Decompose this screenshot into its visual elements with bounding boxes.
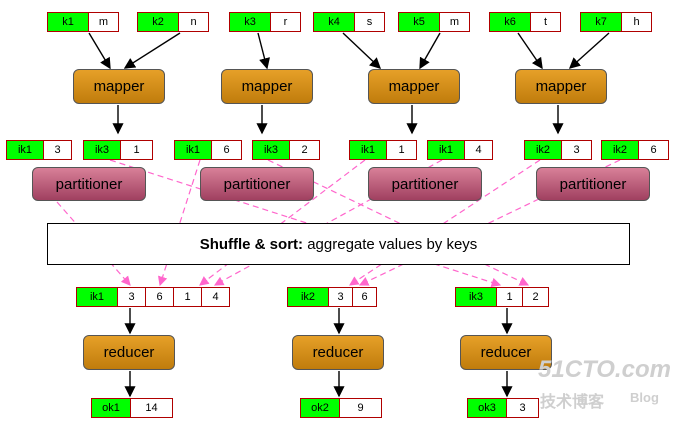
output-value: 14 [131,398,173,418]
intermediate-key: ik1 [174,140,212,160]
intermediate-pair: ik1 6 [174,140,242,160]
input-pair: k7 h [580,12,652,32]
intermediate-key: ik2 [524,140,562,160]
input-value: s [355,12,385,32]
output-pair: ok3 3 [467,398,539,418]
reducer-input-key: ik3 [455,287,497,307]
input-value: t [531,12,561,32]
reducer-input-key: ik2 [287,287,329,307]
intermediate-pair: ik2 3 [524,140,592,160]
shuffle-title: Shuffle & sort: [199,235,304,253]
partitioner-block: partitioner [536,167,650,201]
input-arrow [568,32,610,69]
output-key: ok1 [91,398,131,418]
reducer-block: reducer [460,335,552,370]
partitioner-block: partitioner [32,167,146,201]
shuffle-arrow [348,159,541,286]
reducer-input-value: 3 [118,287,146,307]
input-value: r [271,12,301,32]
intermediate-value: 1 [387,140,417,160]
reducer-input-row: ik3 1 2 [455,287,549,307]
reducer-input-key: ik1 [76,287,118,307]
input-key: k2 [137,12,179,32]
input-value: n [179,12,209,32]
input-key: k5 [398,12,440,32]
shuffle-sort-box: Shuffle & sort: aggregate values by keys [47,223,630,265]
reducer-block: reducer [292,335,384,370]
input-value: m [440,12,470,32]
reducer-input-value: 1 [497,287,523,307]
intermediate-key: ik3 [83,140,121,160]
input-value: m [89,12,119,32]
input-key: k3 [229,12,271,32]
input-arrow [123,32,181,69]
input-key: k4 [313,12,355,32]
reducer-input-row: ik1 3 6 1 4 [76,287,230,307]
input-arrow [88,32,111,70]
reducer-input-value: 1 [174,287,202,307]
intermediate-pair: ik3 1 [83,140,153,160]
input-value: h [622,12,652,32]
input-pair: k6 t [489,12,561,32]
watermark-blog: Blog [630,390,659,405]
output-key: ok2 [300,398,340,418]
input-pair: k4 s [313,12,385,32]
intermediate-pair: ik1 4 [427,140,493,160]
output-value: 3 [507,398,539,418]
input-arrow [419,32,441,70]
input-arrow [342,32,382,69]
input-pair: k3 r [229,12,301,32]
intermediate-pair: ik1 3 [6,140,72,160]
input-pair: k1 m [47,12,119,32]
reducer-input-value: 6 [146,287,174,307]
input-arrow [257,32,270,70]
mapper-block: mapper [73,69,165,104]
intermediate-value: 2 [290,140,320,160]
reducer-input-row: ik2 3 6 [287,287,377,307]
intermediate-key: ik1 [427,140,465,160]
intermediate-value: 6 [639,140,669,160]
watermark-sub: 技术博客 [540,394,605,411]
mapper-block: mapper [221,69,313,104]
mapper-block: mapper [515,69,607,104]
output-pair: ok2 9 [300,398,382,418]
input-key: k6 [489,12,531,32]
intermediate-key: ik1 [6,140,44,160]
shuffle-description: aggregate values by keys [303,235,478,253]
watermark-site: 51CTO.com [538,356,671,383]
intermediate-value: 1 [121,140,153,160]
reducer-input-value: 2 [523,287,549,307]
intermediate-value: 6 [212,140,242,160]
reducer-block: reducer [83,335,175,370]
intermediate-key: ik1 [349,140,387,160]
partitioner-block: partitioner [200,167,314,201]
intermediate-pair: ik3 2 [252,140,320,160]
input-key: k7 [580,12,622,32]
input-arrow [517,32,543,70]
intermediate-value: 3 [562,140,592,160]
mapper-block: mapper [368,69,460,104]
output-key: ok3 [467,398,507,418]
intermediate-key: ik2 [601,140,639,160]
reducer-input-value: 6 [353,287,377,307]
input-pair: k2 n [137,12,209,32]
input-pair: k5 m [398,12,470,32]
shuffle-arrow [157,159,201,287]
reducer-input-value: 3 [329,287,353,307]
intermediate-value: 4 [465,140,493,160]
output-value: 9 [340,398,382,418]
reducer-input-value: 4 [202,287,230,307]
intermediate-pair: ik1 1 [349,140,417,160]
intermediate-value: 3 [44,140,72,160]
intermediate-pair: ik2 6 [601,140,669,160]
intermediate-key: ik3 [252,140,290,160]
partitioner-block: partitioner [368,167,482,201]
input-key: k1 [47,12,89,32]
output-pair: ok1 14 [91,398,173,418]
